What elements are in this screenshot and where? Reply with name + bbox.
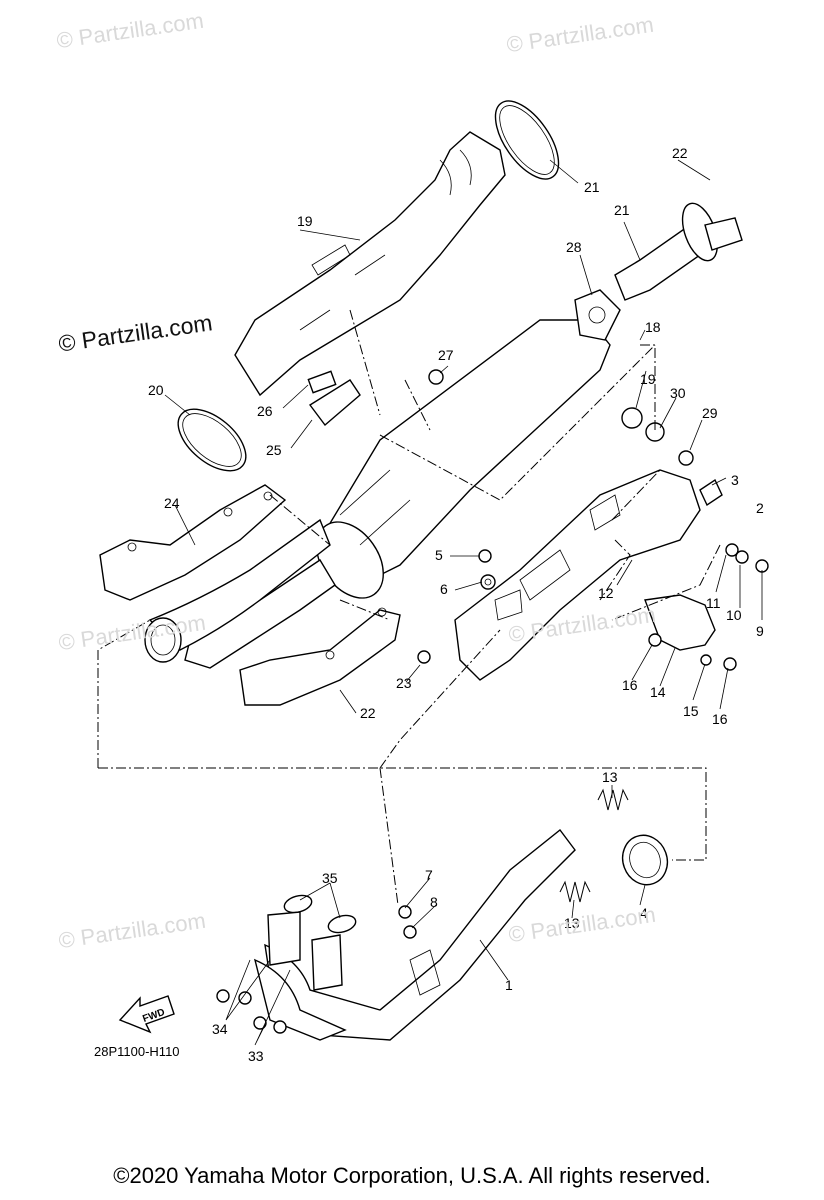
callout-3: 3 [731,472,739,488]
callout-18: 18 [645,319,661,335]
callout-29: 27 [438,347,454,363]
callout-35: 35 [322,870,338,886]
spring-upper[interactable] [597,788,629,811]
callout-16: 15 [683,703,699,719]
callout-14: 14 [650,684,666,700]
callout-34: 34 [212,1021,228,1037]
callout-2: 2 [756,500,764,516]
callout-21-lower: 20 [148,382,164,398]
gasket-ring-part[interactable] [616,829,674,891]
callout-15: 16 [712,711,728,727]
callout-7: 7 [425,867,433,883]
callout-21-upper: 21 [584,179,600,195]
callout-24: 22 [360,705,376,721]
callout-27: 25 [266,442,282,458]
link-pipe-part[interactable] [144,518,331,663]
callout-13-lower: 13 [564,915,580,931]
callout-12: 12 [598,585,614,601]
callout-19: 19 [640,371,656,387]
spring-lower[interactable] [559,880,591,903]
callout-23: 22 [672,145,688,161]
clamp-band-lower[interactable] [167,397,257,482]
end-pipe-part[interactable] [614,199,743,301]
callout-31: 29 [702,405,718,421]
forward-arrow-icon: FWD [118,995,175,1034]
callout-6: 6 [440,581,448,597]
callout-25: 24 [164,495,180,511]
callout-32: 30 [670,385,686,401]
pipe-joint-part[interactable] [267,893,358,991]
small-guard-part[interactable] [644,594,716,651]
callout-9: 9 [756,623,764,639]
reference-lines [97,309,721,906]
hardware-small-parts[interactable] [307,369,769,939]
callout-5: 5 [435,547,443,563]
leader-lines [164,159,763,1046]
callout-17: 16 [622,677,638,693]
protector-upper-part[interactable] [99,484,287,601]
nut-parts[interactable] [216,989,287,1034]
clamp-band-upper[interactable] [483,91,571,190]
diagram-code: 28P1100-H110 [94,1044,180,1059]
copyright-footer: ©2020 Yamaha Motor Corporation, U.S.A. A… [113,1163,711,1188]
callout-13-upper: 13 [602,769,618,785]
callout-28: 26 [257,403,273,419]
callout-4: 4 [640,905,648,921]
muffler-guard-part[interactable] [454,469,701,681]
heat-shield-part[interactable] [234,131,506,397]
callout-30: 28 [566,239,582,255]
callout-10: 10 [726,607,742,623]
callout-labels: 19 21 20 22 21 28 18 19 30 29 27 26 25 2… [148,145,764,1064]
muffler-assembly[interactable] [184,319,611,669]
callout-33: 33 [248,1048,264,1064]
callout-11: 11 [706,595,721,611]
callout-20: 19 [297,213,313,229]
callout-1: 1 [505,977,513,993]
gasket-part[interactable] [574,289,621,341]
callout-22: 21 [614,202,630,218]
protector-lower-part[interactable] [239,607,401,706]
callout-8: 8 [430,894,438,910]
callout-26: 23 [396,675,412,691]
